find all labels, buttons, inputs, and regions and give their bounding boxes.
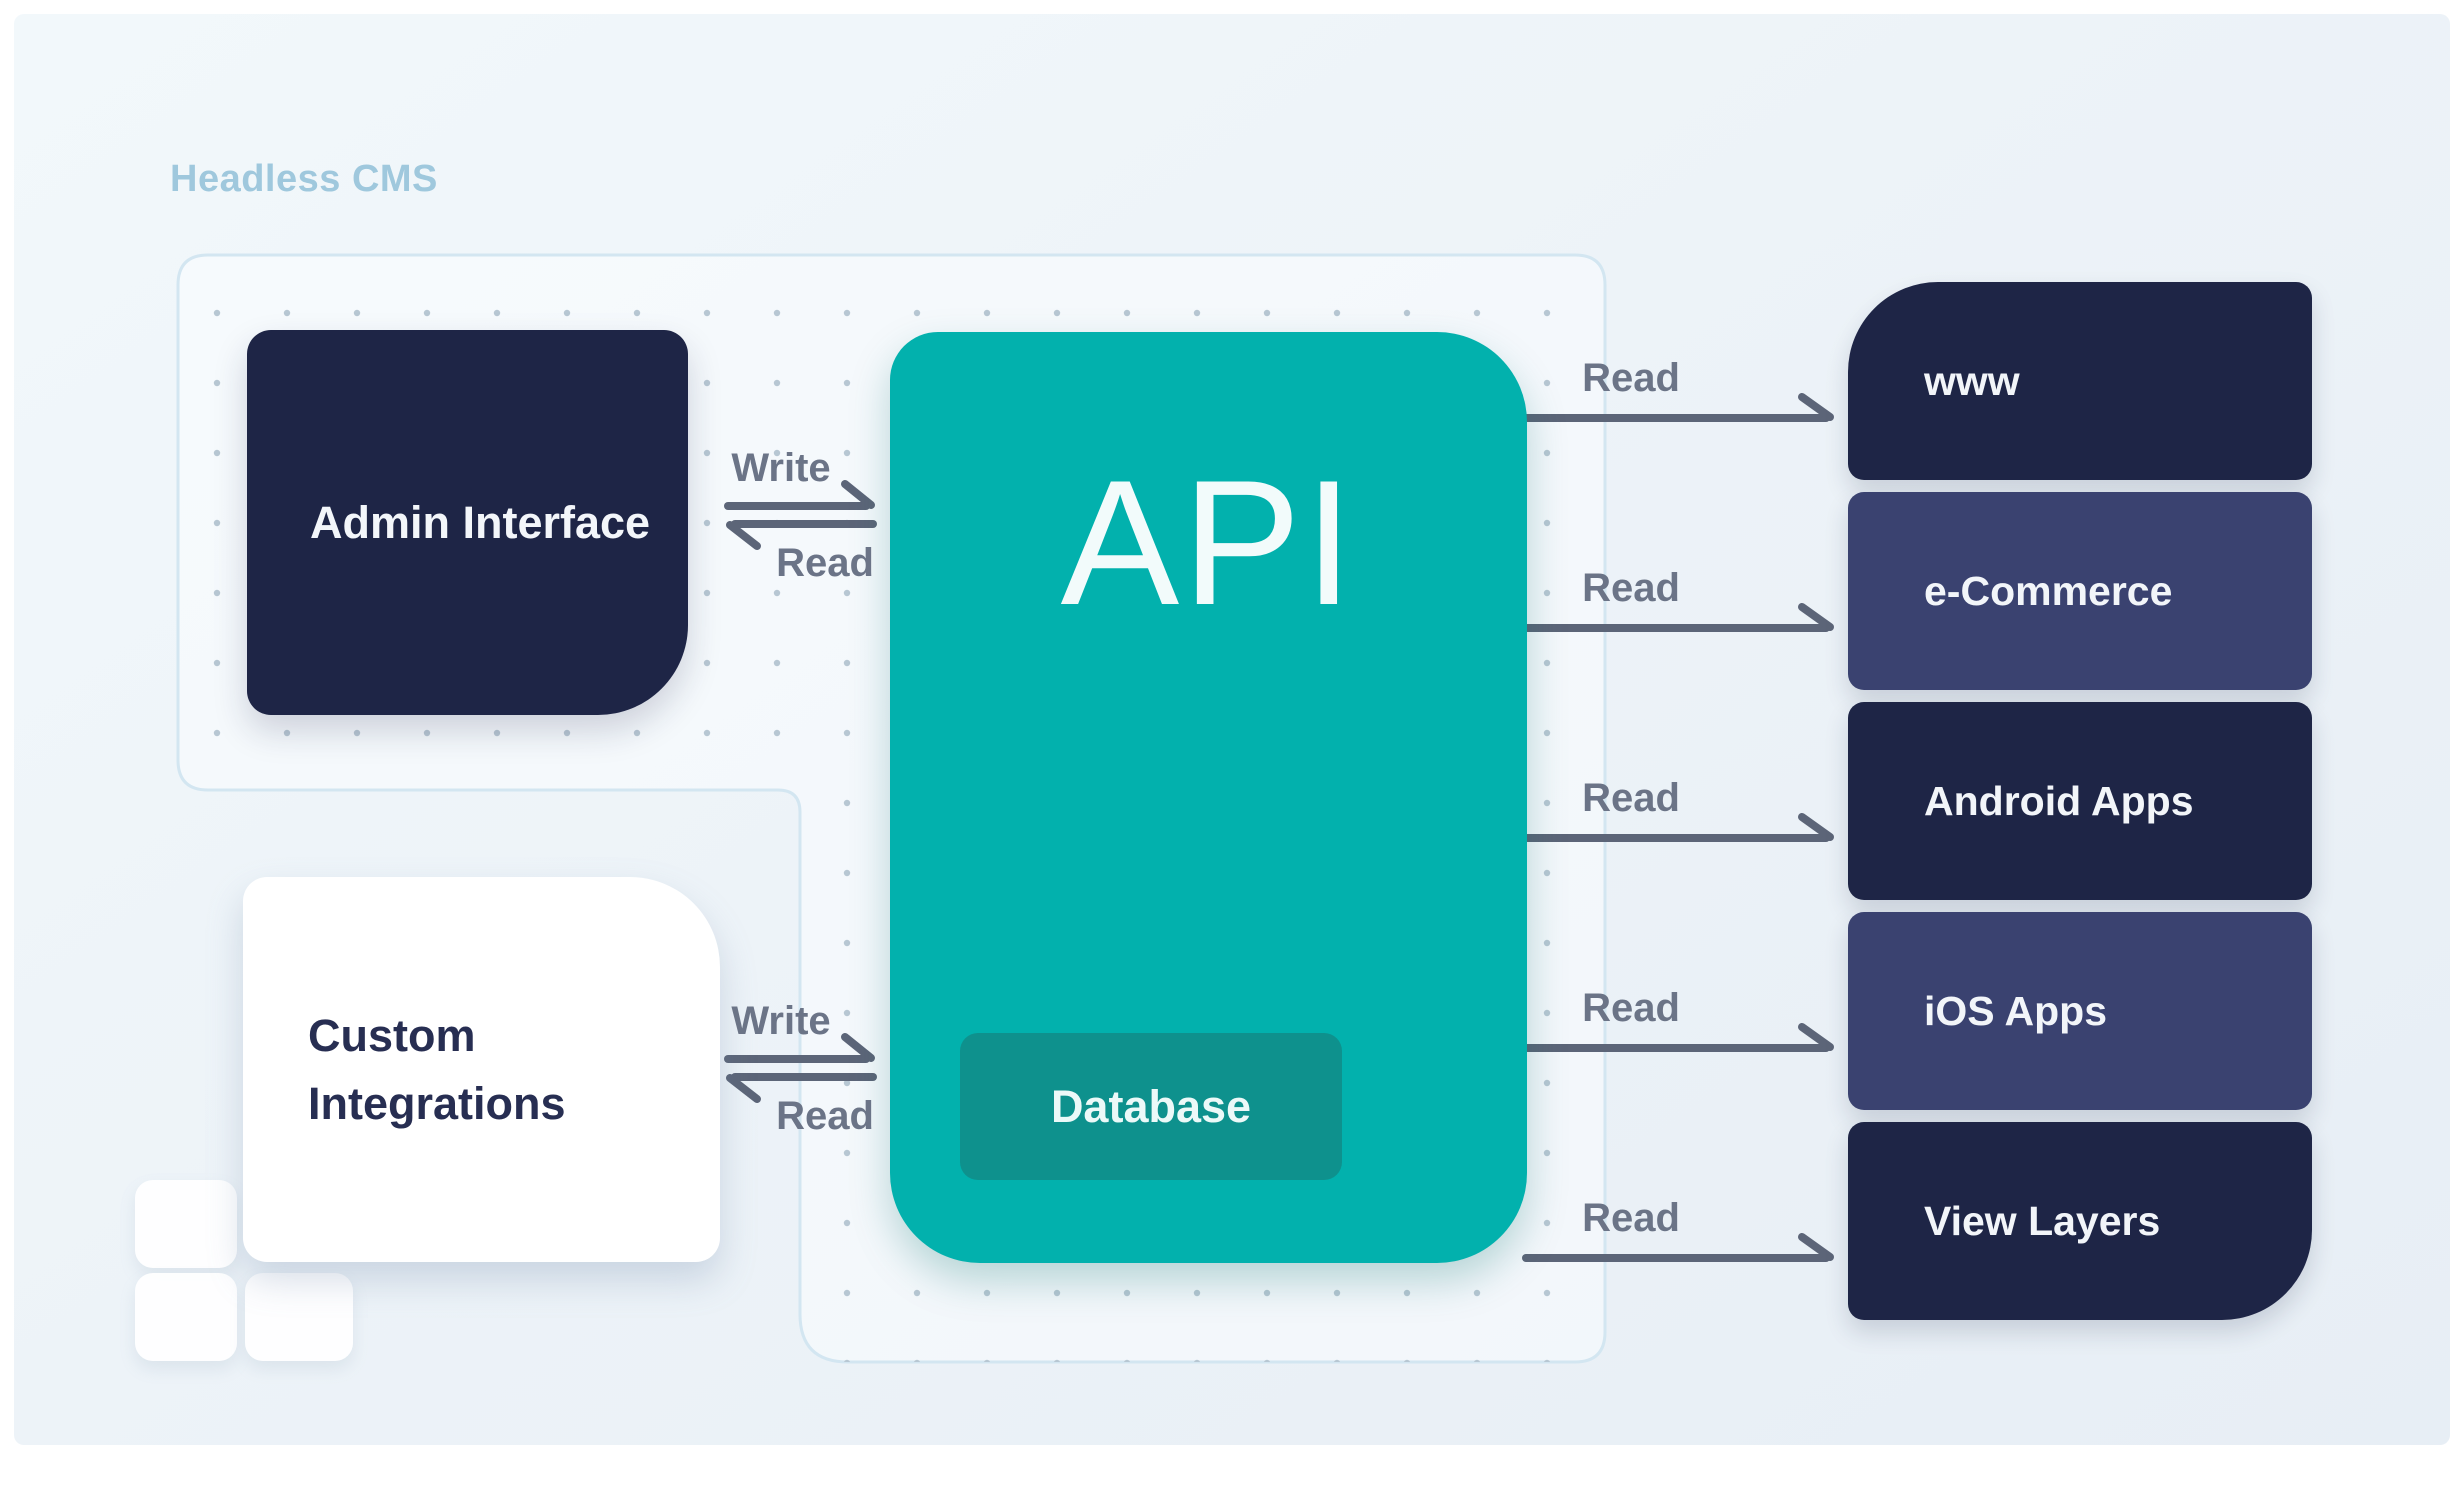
node-view-layers: View Layers: [1848, 1122, 2312, 1320]
cms-group-title: Headless CMS: [170, 158, 438, 200]
arrow-admin-write: [724, 480, 875, 510]
node-custom-integrations: Custom Integrations: [243, 877, 720, 1262]
arrow-read-viewlayers: [1522, 1233, 1834, 1262]
api-label: API: [1060, 443, 1357, 642]
read-label-android: Read: [1582, 776, 1680, 820]
decorative-square: [135, 1180, 237, 1268]
node-admin-interface: Admin Interface: [247, 330, 688, 715]
read-label-ios: Read: [1582, 986, 1680, 1030]
admin-write-label: Write: [731, 446, 831, 490]
ios-apps-label: iOS Apps: [1924, 987, 2107, 1034]
admin-read-label: Read: [776, 541, 874, 585]
node-android-apps: Android Apps: [1848, 702, 2312, 900]
node-ecommerce: e-Commerce: [1848, 492, 2312, 690]
arrow-custom-write: [724, 1033, 875, 1063]
www-label: www: [1924, 357, 2020, 404]
arrow-custom-read: [726, 1073, 877, 1103]
arrow-read-ecommerce: [1522, 603, 1834, 632]
arrow-admin-read: [726, 520, 877, 550]
arrow-read-www: [1522, 393, 1834, 422]
custom-write-label: Write: [731, 999, 831, 1043]
view-layers-label: View Layers: [1924, 1197, 2161, 1244]
decorative-square: [245, 1273, 353, 1361]
read-label-viewlayers: Read: [1582, 1196, 1680, 1240]
arrow-read-android: [1522, 813, 1834, 842]
custom-integrations-label: Custom Integrations: [308, 1010, 566, 1129]
admin-interface-label: Admin Interface: [310, 496, 651, 548]
database-label: Database: [1050, 1080, 1252, 1132]
decorative-square: [135, 1273, 237, 1361]
node-database: Database: [960, 1033, 1342, 1180]
node-ios-apps: iOS Apps: [1848, 912, 2312, 1110]
custom-read-label: Read: [776, 1094, 874, 1138]
read-label-www: Read: [1582, 356, 1680, 400]
ecommerce-label: e-Commerce: [1924, 567, 2173, 614]
arrow-read-ios: [1522, 1023, 1834, 1052]
node-www: www: [1848, 282, 2312, 480]
read-label-ecommerce: Read: [1582, 566, 1680, 610]
android-apps-label: Android Apps: [1924, 777, 2194, 824]
